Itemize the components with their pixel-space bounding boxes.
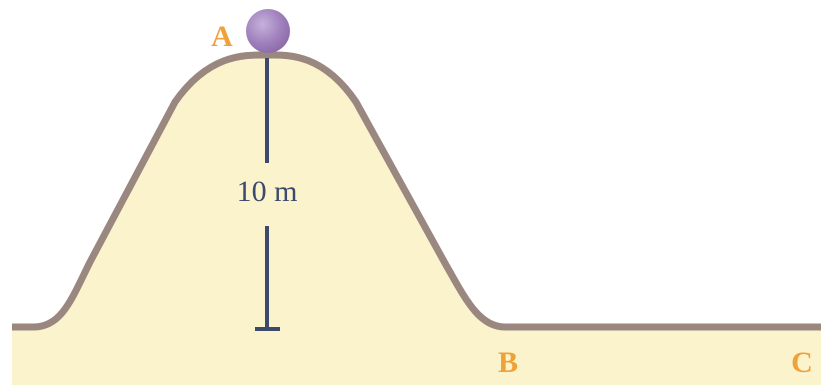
- point-label-b: B: [498, 346, 518, 379]
- ball: [246, 9, 290, 53]
- height-label: 10 m: [237, 175, 298, 208]
- point-label-a: A: [211, 20, 233, 53]
- point-label-c: C: [791, 346, 813, 379]
- hill-outline: [12, 51, 821, 331]
- height-marker: [255, 58, 280, 331]
- hill-fill: [12, 54, 821, 385]
